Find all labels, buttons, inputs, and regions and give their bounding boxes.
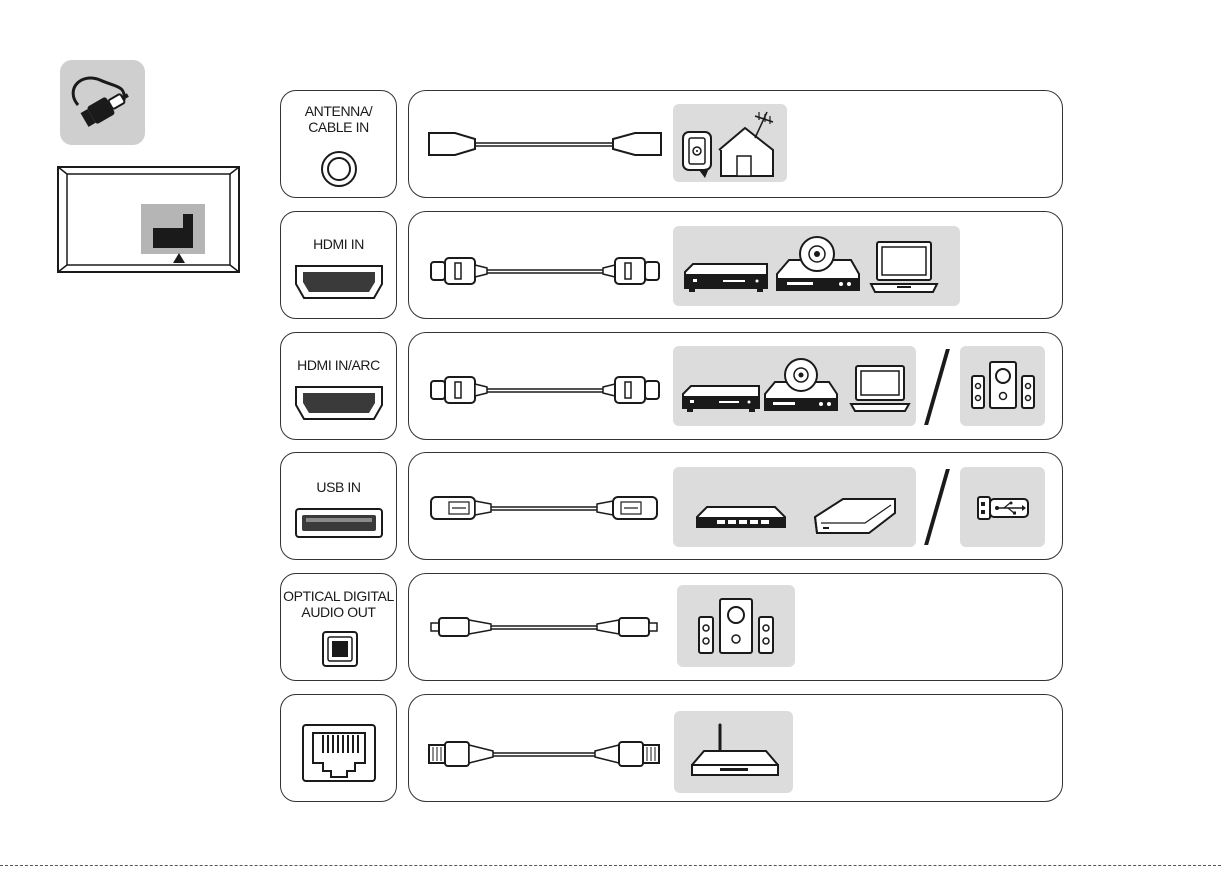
hdmi-cable-icon [429,375,661,405]
ethernet-port-icon [301,723,377,783]
device-panel [674,711,793,793]
row-box-hdmi-arc [408,332,1063,440]
ethernet-cable-icon [427,739,661,769]
dvd-player-icon [775,234,861,298]
laptop-icon [869,240,939,296]
tv-rear-panel-icon [57,166,240,273]
hdmi-cable-icon [429,256,661,286]
or-separator [924,469,950,545]
port-box-optical: OPTICAL DIGITAL AUDIO OUT [280,573,397,681]
device-panel [673,104,787,182]
set-top-box-icon [683,262,769,298]
or-separator [924,349,950,425]
page-edge-divider [0,865,1221,866]
usb-stick-icon [976,495,1030,521]
usb-port-icon [294,507,384,539]
port-label: OPTICAL DIGITAL AUDIO OUT [281,588,396,620]
portable-drive-icon [813,495,897,539]
row-box-usb [408,452,1063,560]
coaxial-port-icon [319,149,359,189]
cable-plug-icon [60,60,145,145]
port-label: ANTENNA/ CABLE IN [281,103,396,135]
port-box-hdmi-arc: HDMI IN/ARC [280,332,397,440]
speaker-system-icon [970,360,1036,412]
port-label: USB IN [281,479,396,495]
row-box-optical [408,573,1063,681]
set-top-box-icon [681,384,761,418]
port-label: HDMI IN/ARC [281,357,396,373]
optical-cable-icon [429,612,659,642]
row-box-lan [408,694,1063,802]
port-label: HDMI IN [281,236,396,252]
optical-port-icon [321,630,359,668]
hdmi-port-icon [294,264,384,300]
device-panel [673,346,916,426]
laptop-icon [849,364,911,414]
coaxial-cable-icon [427,129,667,159]
router-icon [690,721,780,781]
port-box-lan [280,694,397,802]
antenna-house-icon [681,110,781,178]
row-box-hdmi [408,211,1063,319]
device-panel [677,585,795,667]
device-panel [673,467,916,547]
device-panel [960,467,1045,547]
port-box-usb: USB IN [280,452,397,560]
port-box-antenna: ANTENNA/ CABLE IN [280,90,397,198]
usb-cable-icon [429,493,659,523]
port-box-hdmi: HDMI IN [280,211,397,319]
row-box-antenna [408,90,1063,198]
device-panel [673,226,960,306]
hdmi-port-icon [294,385,384,421]
device-panel [960,346,1045,426]
speaker-system-icon [697,597,775,657]
dvd-player-icon [763,356,839,418]
hdd-enclosure-icon [695,503,787,533]
